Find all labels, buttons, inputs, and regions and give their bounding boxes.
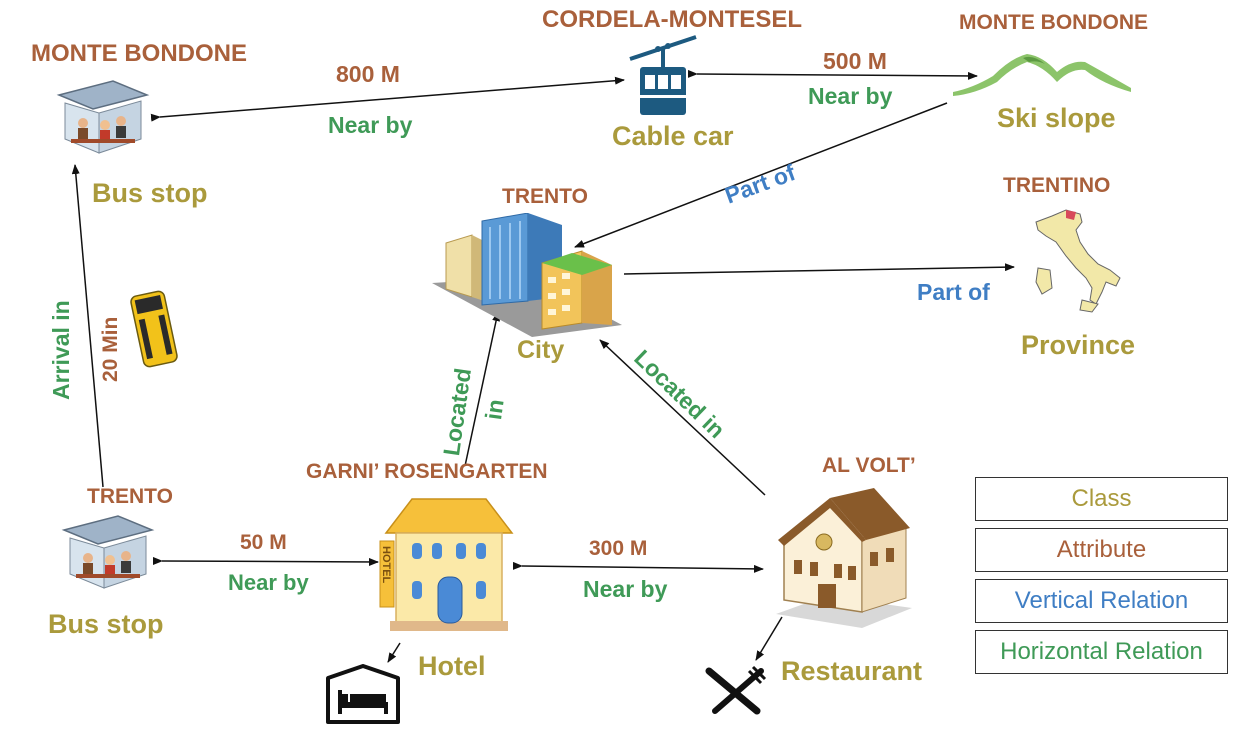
bus-stop-bottom-attribute: TRENTO (87, 485, 173, 508)
hotel-attribute: GARNI’ ROSENGARTEN (306, 460, 548, 483)
cable-car-class: Cable car (612, 121, 734, 151)
edge-bus-arrival-duration: 20 Min (99, 316, 122, 382)
city-buildings-icon (432, 213, 622, 337)
edge-city-province (623, 263, 1015, 275)
legend-attribute: Attribute (975, 528, 1228, 572)
edge-ski-city (574, 102, 948, 248)
ski-slope-class: Ski slope (997, 103, 1116, 133)
bus-stop-bottom-class: Bus stop (48, 609, 164, 639)
edge-bus-arrival-relation: Arrival in (48, 300, 74, 400)
hotel-sign-text: HOTEL (380, 546, 392, 584)
edge-restaurant-city (599, 339, 766, 496)
mountain-icon (953, 54, 1131, 96)
cable-car-icon (629, 35, 697, 115)
edge-bus-arrival (71, 164, 104, 488)
cable-car-attribute: CORDELA-MONTESEL (542, 6, 802, 33)
edge-restaurant-cutlery (755, 616, 783, 661)
edge-cable-ski-distance: 500 M (823, 48, 887, 74)
edge-bus-cable-relation: Near by (328, 112, 413, 138)
hotel-class: Hotel (418, 651, 486, 681)
ski-slope-attribute: MONTE BONDONE (959, 11, 1148, 34)
bus-icon (130, 290, 178, 368)
edge-bus-hotel-relation: Near by (228, 570, 309, 595)
edge-cable-ski (687, 69, 978, 80)
bus-stop-shelter-icon (61, 515, 155, 589)
bus-stop-shelter-icon (56, 80, 150, 154)
cutlery-icon (705, 665, 767, 715)
restaurant-class: Restaurant (781, 656, 923, 686)
edge-hotel-city-relation-line2: in (480, 397, 509, 422)
legend-class: Class (975, 477, 1228, 521)
edge-bus-hotel (152, 556, 379, 566)
province-class: Province (1021, 330, 1136, 360)
legend-horizontal-relation: Horizontal Relation (975, 630, 1228, 674)
restaurant-attribute: AL VOLT’ (822, 454, 916, 477)
edge-bus-hotel-distance: 50 M (240, 531, 287, 554)
city-class: City (517, 336, 565, 364)
province-attribute: TRENTINO (1003, 174, 1111, 197)
city-attribute: TRENTO (502, 185, 588, 208)
edge-hotel-restaurant-distance: 300 M (589, 537, 648, 560)
edge-hotel-restaurant (512, 561, 764, 573)
italy-map-icon (1035, 209, 1121, 313)
edge-hotel-restaurant-relation: Near by (583, 576, 668, 602)
restaurant-building-icon (776, 488, 912, 628)
bus-stop-top-attribute: MONTE BONDONE (31, 40, 247, 67)
edge-city-province-relation: Part of (917, 279, 990, 305)
legend-vertical-relation: Vertical Relation (975, 579, 1228, 623)
hotel-building-icon (379, 498, 514, 631)
bus-stop-top-class: Bus stop (92, 178, 208, 208)
edge-bus-cable-distance: 800 M (336, 61, 400, 87)
edge-hotel-bed (387, 642, 401, 663)
edge-cable-ski-relation: Near by (808, 83, 893, 109)
edge-bus-cable (150, 76, 625, 122)
bed-icon (326, 664, 400, 724)
edge-hotel-city (464, 311, 501, 467)
